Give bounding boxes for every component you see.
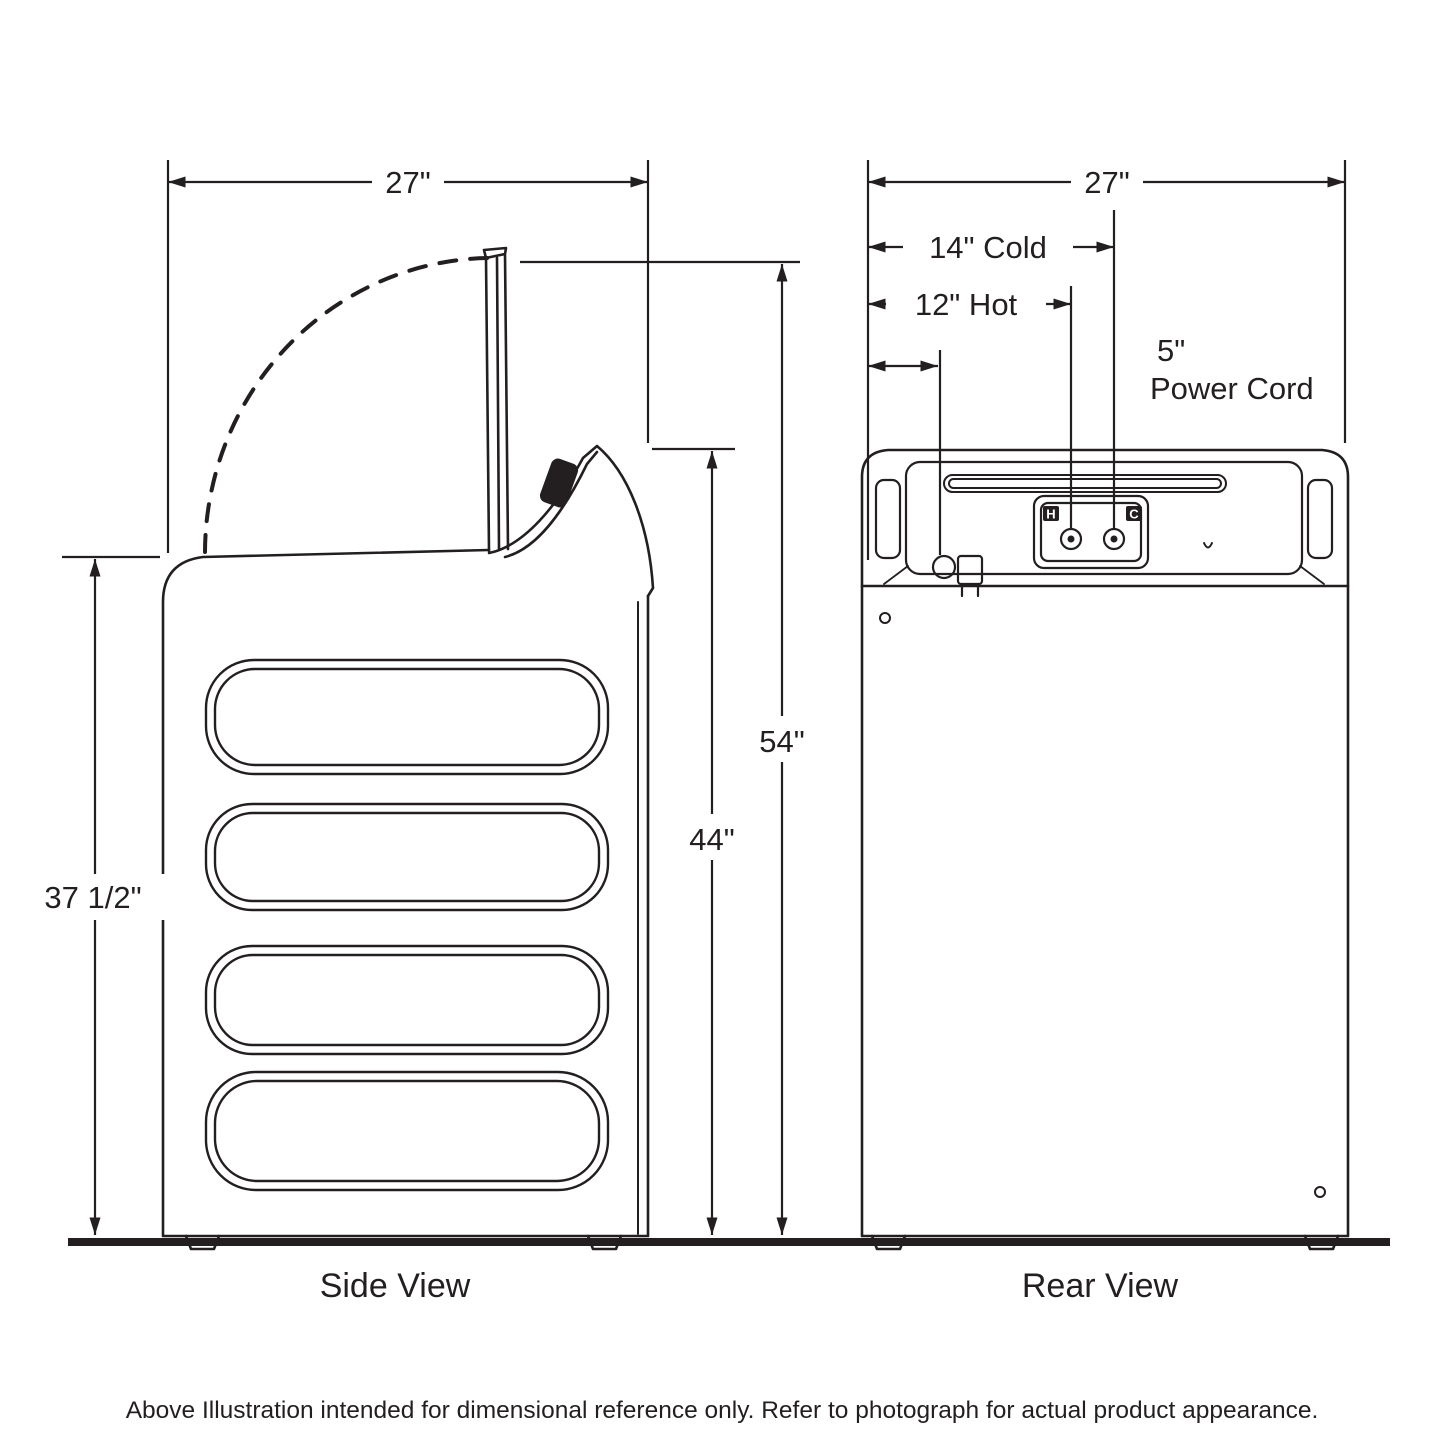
panel-slot-inner: [213, 811, 601, 903]
cold-connection-label: C: [1129, 507, 1139, 522]
panel-slot-outer: [204, 1070, 610, 1192]
rear-left-hinge: [874, 478, 902, 560]
hot-hose-port: [1059, 527, 1083, 551]
rear-power-cord-exit: [931, 554, 984, 598]
side-open-lid: [482, 246, 510, 553]
power-cord-block: [956, 554, 984, 586]
side-375-dim-label: 37 1/2": [44, 880, 141, 915]
panel-slot-inner: [213, 953, 601, 1047]
side-console-knob: [539, 458, 579, 508]
hot-label-chip: [1043, 506, 1059, 521]
vent-slot-inner: [948, 478, 1222, 489]
label-backing: [1071, 160, 1143, 202]
rear-body-outline: [860, 448, 1350, 1238]
panel-slot-inner: [213, 1079, 601, 1183]
rear-width-dim-label: 27": [1084, 165, 1130, 200]
cold-hose-port: [1102, 527, 1126, 551]
rear-feet: [870, 1234, 1340, 1251]
cold-label-chip: [1126, 506, 1142, 521]
rear-screw-top-left: [879, 612, 891, 624]
label-backing: [18, 874, 170, 920]
vent-slot-outer: [943, 474, 1227, 493]
panel-slot-outer: [204, 802, 610, 912]
rear-view-drawing: [860, 448, 1350, 1251]
rear-right-hinge: [1306, 478, 1334, 560]
rear-vent-slot: [943, 474, 1227, 493]
rear-inner-panel: [904, 460, 1304, 576]
side-view-drawing: [161, 246, 655, 1251]
panel-slot-inner: [213, 667, 601, 767]
hose-box-outer: [1032, 494, 1150, 570]
side-view-caption: Side View: [320, 1267, 471, 1305]
floor-line: [68, 1238, 1390, 1246]
power-cord-grommet: [931, 554, 957, 580]
label-backing: [677, 814, 747, 860]
rear-hot-dim-label: 12" Hot: [915, 287, 1018, 322]
side-console: [487, 444, 655, 598]
rear-small-detail: [1203, 542, 1213, 549]
power-cord-wires: [960, 582, 980, 598]
hot-connection-label: H: [1046, 507, 1055, 522]
panel-slot-outer: [204, 944, 610, 1056]
side-view-dimensions: [62, 160, 800, 1235]
footer-disclaimer: Above Illustration intended for dimensio…: [126, 1397, 1319, 1424]
hot-hose-port-center: [1067, 535, 1075, 543]
label-backing: [747, 716, 817, 762]
hose-box-inner: [1039, 501, 1143, 563]
rear-power-dim-value: 5": [1157, 333, 1185, 368]
side-width-dim-label: 27": [385, 165, 431, 200]
rear-power-dim-label: Power Cord: [1150, 371, 1314, 406]
label-backing: [903, 224, 1073, 268]
rear-view-caption: Rear View: [1022, 1267, 1179, 1305]
rear-screw-bottom-right: [1314, 1186, 1326, 1198]
panel-slot-outer: [204, 658, 610, 776]
side-54-dim-label: 54": [759, 724, 805, 759]
side-44-dim-label: 44": [689, 822, 735, 857]
side-feet: [184, 1234, 623, 1251]
cold-hose-port-center: [1110, 535, 1118, 543]
label-backing: [372, 160, 444, 202]
rear-view-dimensions: [866, 160, 1347, 560]
side-panel-slots: [204, 658, 610, 1192]
label-backing: [886, 281, 1046, 325]
rear-panel-corner-lines: [883, 565, 1325, 585]
rear-cold-dim-label: 14" Cold: [929, 230, 1047, 265]
dimension-labels: 27" 54" 44" 37 1/2" 27" 14" Cold 12" Hot…: [18, 160, 1314, 920]
side-body-outline: [161, 548, 650, 1238]
lid-swing-arc: [203, 256, 490, 554]
rear-hose-connection-box: [1032, 494, 1150, 570]
